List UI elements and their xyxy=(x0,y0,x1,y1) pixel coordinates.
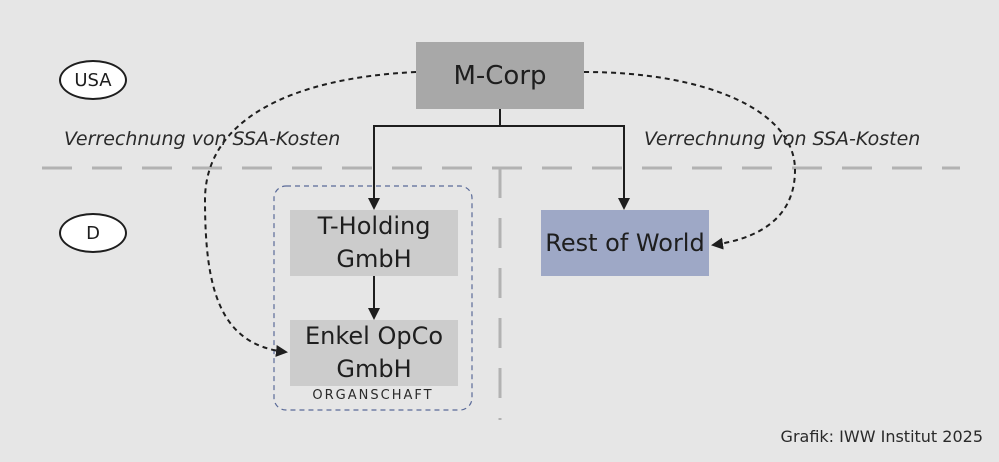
ownership-connector-mcorp-tholding xyxy=(368,125,500,210)
ownership-connector-mcorp-rest xyxy=(500,125,630,210)
entity-tholding-line1: T-Holding xyxy=(317,212,431,240)
organschaft-frame xyxy=(273,185,473,411)
country-badge-germany: D xyxy=(59,213,127,253)
entity-enkel-opco: Enkel OpCo GmbH xyxy=(290,320,458,386)
ssa-label-right: Verrechnung von SSA-Kosten xyxy=(644,128,921,150)
entity-tholding: T-Holding GmbH xyxy=(290,210,458,276)
country-label-germany: D xyxy=(86,222,100,244)
entity-enkel-line1: Enkel OpCo xyxy=(304,322,444,350)
entity-mcorp-label: M-Corp xyxy=(453,60,547,91)
country-badge-usa: USA xyxy=(59,60,127,100)
organschaft-label: ORGANSCHAFT xyxy=(312,388,434,403)
entity-rest-of-world: Rest of World xyxy=(541,210,709,276)
entity-rest-label: Rest of World xyxy=(545,229,705,257)
entity-tholding-line2: GmbH xyxy=(336,245,412,273)
country-label-usa: USA xyxy=(74,69,112,91)
ssa-arrow-right xyxy=(583,71,797,250)
credit-text: Grafik: IWW Institut 2025 xyxy=(780,427,983,446)
entity-enkel-line2: GmbH xyxy=(336,355,412,383)
ssa-arrow-left xyxy=(203,71,417,357)
entity-mcorp: M-Corp xyxy=(416,42,584,109)
ssa-label-left: Verrechnung von SSA-Kosten xyxy=(64,128,341,150)
